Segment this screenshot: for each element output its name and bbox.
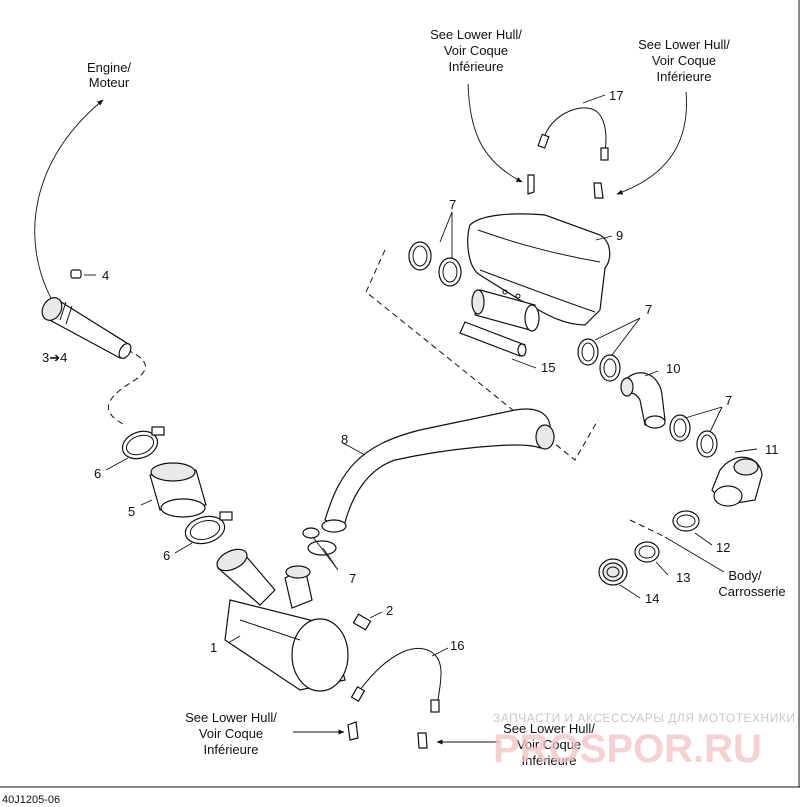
svg-text:Carrosserie: Carrosserie: [718, 584, 785, 599]
svg-text:Inférieure: Inférieure: [449, 59, 504, 74]
label-part-9: 9: [616, 228, 623, 243]
bracket-top-right: [593, 182, 604, 199]
strap-part-16: [350, 647, 442, 713]
elbow-part-11: [711, 456, 763, 507]
water-box-outlet-pipe: [471, 289, 540, 332]
label-part-7-water-box-bottom: 7: [645, 302, 652, 317]
fitting-part-2: [352, 611, 383, 631]
svg-text:Inférieure: Inférieure: [522, 753, 577, 768]
svg-text:Voir Coque: Voir Coque: [517, 737, 581, 752]
lower-hull-arrow-top-right: [616, 91, 687, 195]
clamps-7-water-box-bottom: [577, 338, 621, 382]
exhaust-pipe-part-8: [321, 408, 555, 533]
engine-adapter-pipe: [41, 297, 132, 359]
bracket-bottom-right: [417, 732, 428, 749]
label-part-15: 15: [541, 360, 555, 375]
bracket-bottom-left: [347, 721, 359, 741]
label-part-17: 17: [609, 88, 623, 103]
watermark-brand: PROSPOR.RU: [493, 727, 762, 771]
svg-text:Voir Coque: Voir Coque: [199, 726, 263, 741]
callout-engine: Engine/ Moteur: [87, 60, 131, 90]
label-part-7-pipe: 7: [349, 571, 356, 586]
svg-text:Body/: Body/: [728, 568, 762, 583]
label-part-12: 12: [716, 540, 730, 555]
callout-body: Body/ Carrosserie: [718, 568, 785, 599]
clamps-7-elbow: [669, 414, 718, 458]
label-part-14: 14: [645, 591, 659, 606]
label-part-7-water-box-top: 7: [449, 197, 456, 212]
svg-text:ЗАПЧАСТИ И АКСЕССУАРЫ ДЛЯ МОТО: ЗАПЧАСТИ И АКСЕССУАРЫ ДЛЯ МОТОТЕХНИКИ: [493, 711, 795, 725]
svg-text:Moteur: Moteur: [89, 75, 130, 90]
ring-part-13: [634, 541, 660, 563]
clamps-7-water-box-top: [408, 241, 462, 287]
hose-part-15: [459, 321, 527, 357]
number-leaders: [105, 94, 758, 657]
label-part-5: 5: [128, 504, 135, 519]
label-part-7-elbow: 7: [725, 393, 732, 408]
label-part-3-4: 3➔4: [42, 350, 67, 365]
engine-to-clamp-dashed-line: [107, 349, 146, 426]
coupling-hose-part-5: [149, 462, 207, 518]
label-part-6-lower: 6: [163, 548, 170, 563]
watermark: ЗАПЧАСТИ И АКСЕССУАРЫ ДЛЯ МОТОТЕХНИКИ PR…: [493, 711, 795, 771]
svg-text:Voir Coque: Voir Coque: [652, 53, 716, 68]
label-part-1: 1: [210, 640, 217, 655]
label-part-6-upper: 6: [94, 466, 101, 481]
gasket-part-12: [672, 510, 700, 532]
svg-text:Engine/: Engine/: [87, 60, 131, 75]
strap-part-17: [537, 107, 609, 161]
body-dashed-line: [629, 519, 666, 538]
water-box-part-9: [467, 213, 611, 326]
callout-lower-hull-bottom-left: See Lower Hull/ Voir Coque Inférieure: [185, 710, 277, 757]
part-number-labels: 1 2 3➔4 4 5 6 6 7 7 7 7 8 9 10 11 12 13 …: [42, 88, 779, 655]
label-part-16: 16: [450, 638, 464, 653]
lower-hull-arrow-top-left: [467, 83, 523, 183]
body-leader: [664, 536, 725, 573]
svg-text:Inférieure: Inférieure: [204, 742, 259, 757]
water-box-assembly-bracket-dashed: [365, 249, 599, 461]
callout-lower-hull-bottom-right: See Lower Hull/ Voir Coque Inférieure: [503, 721, 595, 768]
svg-text:See Lower Hull/: See Lower Hull/: [185, 710, 277, 725]
label-part-2: 2: [386, 603, 393, 618]
svg-text:Inférieure: Inférieure: [657, 69, 712, 84]
callout-lower-hull-top-left: See Lower Hull/ Voir Coque Inférieure: [430, 27, 522, 74]
label-part-11: 11: [765, 442, 779, 457]
svg-text:Voir Coque: Voir Coque: [444, 43, 508, 58]
label-part-10: 10: [666, 361, 680, 376]
engine-arrow: [34, 99, 104, 301]
bracket-top-left: [527, 174, 535, 195]
clamps-7-pipe: [302, 527, 337, 556]
elbow-part-10: [620, 372, 666, 429]
outlet-part-14: [598, 558, 628, 586]
svg-text:See Lower Hull/: See Lower Hull/: [638, 37, 730, 52]
svg-text:See Lower Hull/: See Lower Hull/: [503, 721, 595, 736]
callout-lower-hull-top-right: See Lower Hull/ Voir Coque Inférieure: [638, 37, 730, 84]
clamp-6-upper: [121, 426, 165, 460]
label-part-8: 8: [341, 432, 348, 447]
figure-code: 40J1205-06: [2, 794, 60, 806]
clamp-6-lower: [184, 511, 233, 545]
muffler-part-1: [216, 548, 349, 692]
label-part-13: 13: [676, 570, 690, 585]
svg-text:See Lower Hull/: See Lower Hull/: [430, 27, 522, 42]
small-fitting-part-4: [70, 269, 96, 279]
label-part-4: 4: [102, 268, 109, 283]
